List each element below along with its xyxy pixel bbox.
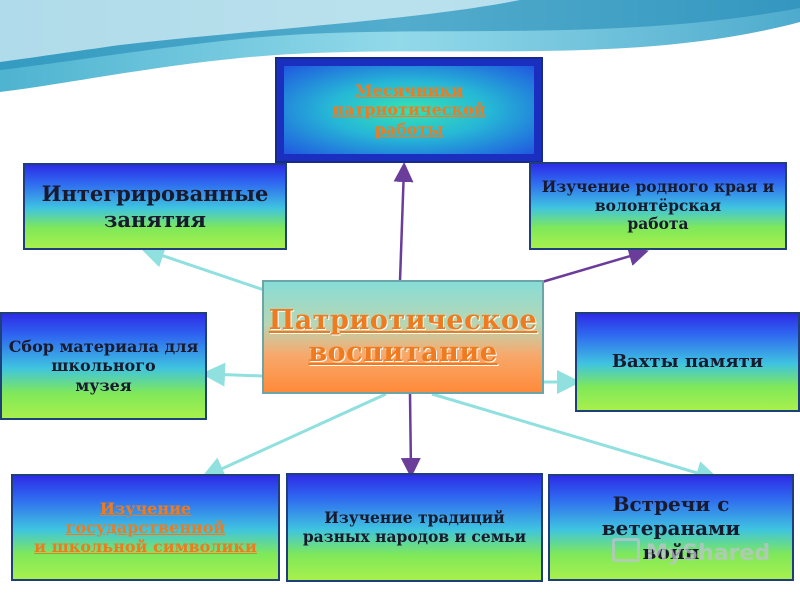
box-integrated-label: Интегрированные занятия [41,181,269,232]
center-title-line2: воспитание [308,337,498,368]
box-veterans-meetings: Встречи с ветеранами войн [548,474,794,581]
box-monthly-label: Месячники патриотической работы [332,81,486,139]
arrow-to-veterans [431,392,720,485]
box-monthly-patriotic-work: Месячники патриотической работы [275,57,543,163]
box-monthly-inner: Месячники патриотической работы [284,66,534,154]
box-traditions: Изучение традиций разных народов и семьи [286,473,543,582]
arrow-to-monthly [393,162,414,282]
box-memory-watch: Вахты памяти [575,312,800,412]
box-museum-label: Сбор материала для школьного музея [8,337,199,395]
top-wave-decoration [0,0,800,92]
arrow-to-integrated [140,244,265,292]
box-native-land-volunteer: Изучение родного края и волонтёрская раб… [529,162,787,250]
arrow-to-traditions [400,393,421,478]
center-title-line1: Патриотическое [268,304,538,336]
box-traditions-label: Изучение традиций разных народов и семьи [302,507,527,546]
watermark: MyShared [612,538,770,566]
arrow-to-native-land [541,246,649,284]
arrow-to-symbols [200,392,387,480]
box-state-symbols: Изучение государственной и школьной симв… [11,474,280,581]
box-veterans-label: Встречи с ветеранами войн [601,491,741,564]
watermark-presentation-icon [612,538,640,562]
box-native-land-label: Изучение родного края и волонтёрская раб… [541,177,775,234]
box-integrated-lessons: Интегрированные занятия [23,163,287,250]
box-patriotic-education-center: Патриотическое воспитание [262,280,544,394]
box-museum-material: Сбор материала для школьного музея [0,312,207,420]
watermark-text: MyShared [646,541,771,566]
box-symbols-label: Изучение государственной и школьной симв… [34,498,257,557]
box-memory-watch-label: Вахты памяти [611,351,764,373]
arrow-to-museum [201,362,264,387]
